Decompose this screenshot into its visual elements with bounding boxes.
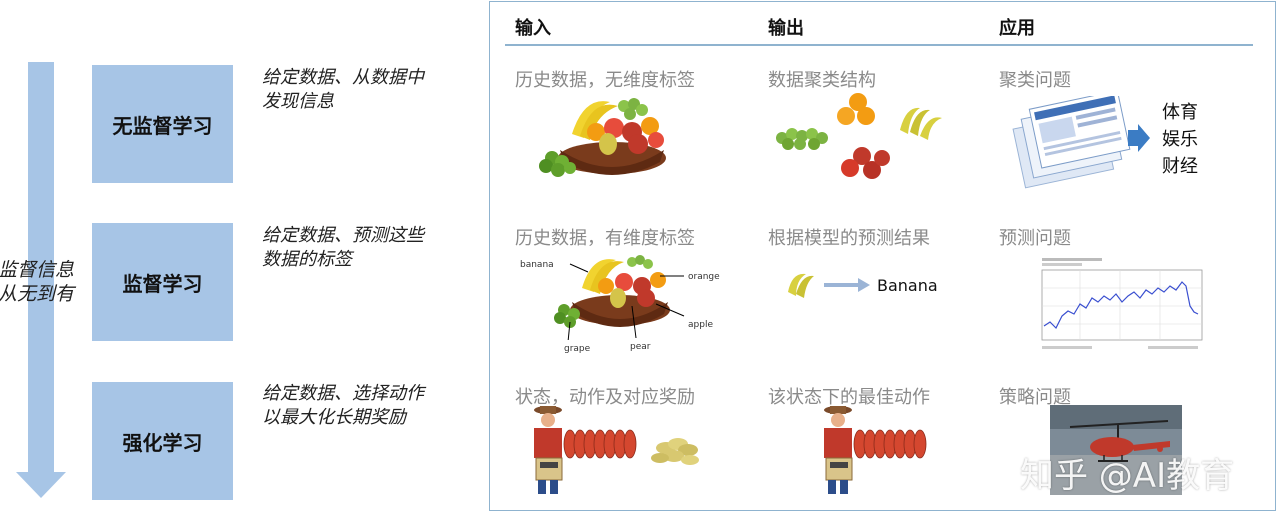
header-output: 输出: [768, 18, 804, 39]
desc-line: 数据的标签: [262, 249, 352, 270]
desc-line: 发现信息: [262, 91, 334, 112]
label-orange: orange: [688, 272, 720, 282]
clustered-fruit-image: [776, 93, 942, 179]
label-grape: grape: [564, 344, 591, 354]
row3-output: 该状态下的最佳动作: [768, 387, 930, 408]
fruit-basket-image: [539, 98, 666, 177]
row1-application: 聚类问题: [999, 70, 1071, 91]
supervision-label: 监督信息 从无到有: [0, 258, 88, 306]
reinforcement-description: 给定数据、选择动作 以最大化长期奖励: [262, 382, 472, 430]
down-arrow-head: [16, 472, 66, 498]
row1-output: 数据聚类结构: [768, 70, 876, 91]
down-arrow-shaft: [28, 62, 54, 474]
banana-prediction-arrow: [788, 273, 870, 298]
category-entertainment: 娱乐: [1162, 129, 1198, 150]
header-rule: [505, 44, 1253, 46]
coins-image: [651, 438, 699, 465]
header-input: 输入: [515, 18, 551, 39]
type-name: 无监督学习: [112, 113, 213, 138]
supervision-label-line2: 从无到有: [0, 283, 75, 305]
type-name: 强化学习: [122, 430, 203, 455]
desc-line: 以最大化长期奖励: [262, 407, 406, 428]
supervised-description: 给定数据、预测这些 数据的标签: [262, 224, 472, 272]
row1-input: 历史数据，无维度标签: [515, 70, 695, 91]
reinforcement-learning-box: 强化学习: [92, 382, 233, 500]
row2-input: 历史数据，有维度标签: [515, 228, 695, 249]
row3-input: 状态，动作及对应奖励: [515, 387, 695, 408]
type-name: 监督学习: [122, 271, 203, 296]
supervision-label-line1: 监督信息: [0, 259, 75, 281]
supervised-learning-box: 监督学习: [92, 223, 233, 341]
label-pear: pear: [630, 342, 651, 352]
category-finance: 财经: [1162, 156, 1198, 177]
label-apple: apple: [688, 320, 713, 330]
desc-line: 给定数据、预测这些: [262, 225, 424, 246]
prediction-result: Banana: [877, 276, 938, 295]
slot-machine-image: [534, 406, 637, 494]
unsupervised-description: 给定数据、从数据中 发现信息: [262, 66, 472, 114]
comparison-table: [489, 1, 1276, 511]
desc-line: 给定数据、从数据中: [262, 67, 424, 88]
desc-line: 给定数据、选择动作: [262, 383, 424, 404]
category-list: 体育 娱乐 财经: [1162, 99, 1198, 180]
helicopter-photo: [1050, 405, 1182, 495]
row2-application: 预测问题: [999, 228, 1071, 249]
labeled-fruit-basket-image: [554, 255, 685, 340]
header-application: 应用: [999, 18, 1035, 39]
label-banana: banana: [520, 260, 554, 270]
watermark: 知乎 @AI教育: [1020, 456, 1235, 496]
prediction-line-chart: [1041, 258, 1203, 349]
documents-image: [1012, 96, 1150, 189]
row3-application: 策略问题: [999, 387, 1071, 408]
row2-output: 根据模型的预测结果: [768, 228, 930, 249]
category-sports: 体育: [1162, 102, 1198, 123]
best-action-image: [824, 406, 927, 494]
unsupervised-learning-box: 无监督学习: [92, 65, 233, 183]
